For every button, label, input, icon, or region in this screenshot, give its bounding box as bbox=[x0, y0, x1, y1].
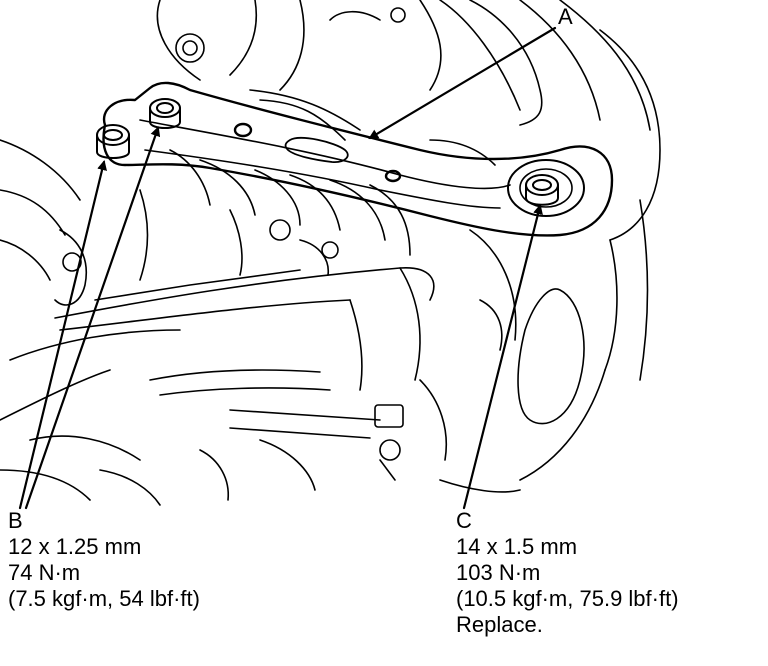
callout-c-letter: C bbox=[456, 508, 472, 533]
bolt-b-left bbox=[96, 124, 130, 159]
callout-b-torque-alt: (7.5 kgf·m, 54 lbf·ft) bbox=[8, 586, 200, 611]
background-chassis-linework bbox=[0, 0, 661, 506]
callout-b-letter: B bbox=[8, 508, 23, 533]
control-arm bbox=[102, 81, 614, 237]
leader-lines bbox=[18, 26, 557, 510]
leader-line-b-right bbox=[24, 126, 161, 510]
bolt-c bbox=[525, 174, 559, 206]
callout-b-bolt-size: 12 x 1.25 mm bbox=[8, 534, 142, 559]
callout-c-bolt-size: 14 x 1.5 mm bbox=[456, 534, 578, 559]
callout-b-torque-nm: 74 N·m bbox=[8, 560, 81, 585]
bolt-b-right bbox=[149, 98, 181, 129]
callout-a-label: A bbox=[558, 4, 573, 29]
callout-c-spec: C 14 x 1.5 mm 103 N·m (10.5 kgf·m, 75.9 … bbox=[456, 508, 679, 638]
callout-c-torque-nm: 103 N·m bbox=[456, 560, 541, 585]
callout-b-spec: B 12 x 1.25 mm 74 N·m (7.5 kgf·m, 54 lbf… bbox=[8, 508, 200, 612]
callout-c-torque-alt: (10.5 kgf·m, 75.9 lbf·ft) bbox=[456, 586, 679, 611]
leader-line-a bbox=[368, 26, 557, 140]
leader-line-b-left bbox=[18, 160, 107, 510]
leader-line-c bbox=[462, 204, 543, 510]
callout-c-note: Replace. bbox=[456, 612, 543, 637]
